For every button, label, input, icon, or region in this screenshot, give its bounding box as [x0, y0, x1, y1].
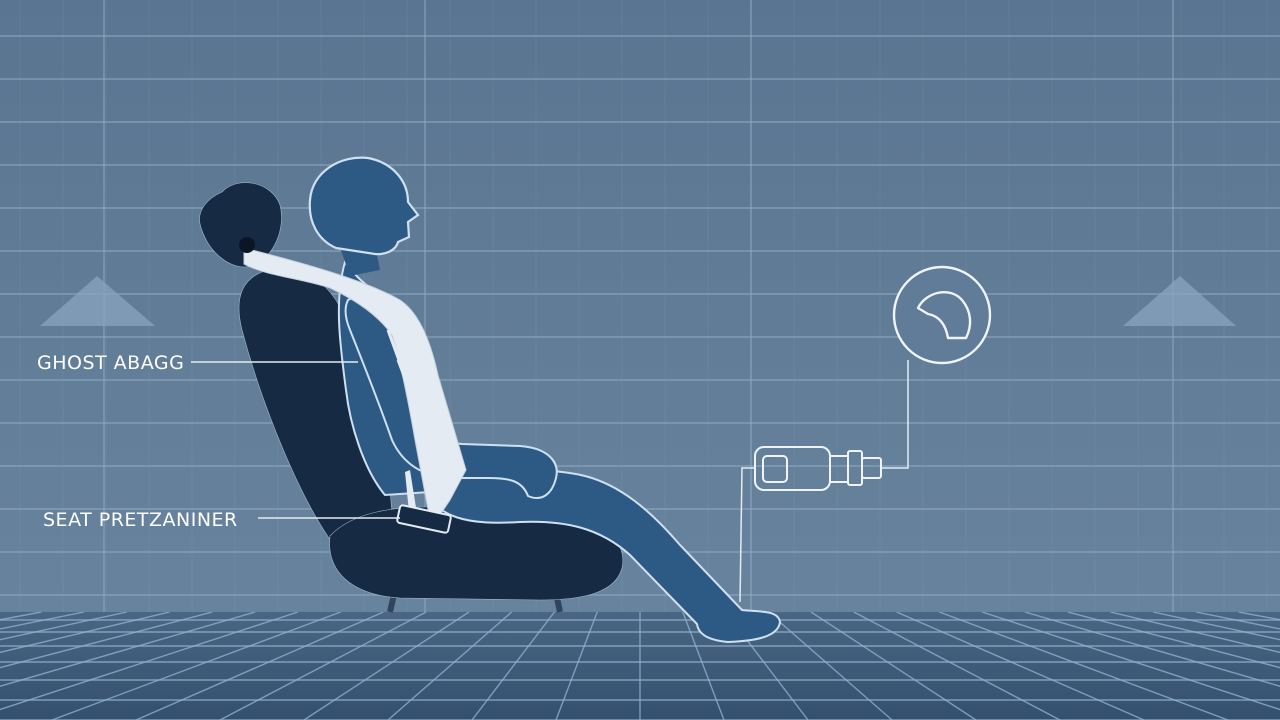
floor-grid-line — [767, 612, 893, 720]
floor-grid-line — [555, 612, 598, 720]
occupant-legs — [418, 469, 782, 644]
leader-lines — [191, 360, 909, 603]
floor-grid-line — [0, 612, 213, 669]
floor-grid-line — [1067, 612, 1280, 669]
belt-buckle — [396, 504, 452, 534]
belt-anchor — [239, 237, 255, 253]
floor-grid-line — [0, 612, 127, 641]
floor-grid-line — [219, 612, 427, 720]
floor-grid-line — [1110, 612, 1280, 654]
inflator-canister-icon — [754, 446, 882, 491]
shoulder-belt — [243, 247, 467, 521]
floor-grid-line — [939, 612, 1229, 720]
floor-grid-line — [0, 612, 170, 654]
floor-grid-line — [1024, 612, 1280, 687]
left-triangle-marker-icon — [40, 276, 155, 326]
floor-grid-line — [135, 612, 384, 720]
floor-grid-line — [0, 612, 256, 687]
floor-grid-line — [682, 612, 725, 720]
floor-grid-line — [387, 612, 513, 720]
floor-grid-line — [810, 612, 977, 720]
right-triangle-marker-icon — [1123, 276, 1236, 326]
sensor-dial-icon — [892, 265, 992, 365]
seat-belt — [239, 237, 467, 534]
sensor-wire — [880, 360, 909, 469]
floor-grid-line — [303, 612, 470, 720]
pretensioner-label: SEAT PRETZANINER — [43, 509, 238, 531]
floor-grid-line — [1153, 612, 1280, 641]
floor-grid-line — [471, 612, 556, 720]
airbag-label: GHOST ABAGG — [37, 352, 185, 374]
belt-webbing — [386, 329, 442, 471]
floor-grid-line — [981, 612, 1280, 711]
floor-grid-line — [0, 612, 299, 711]
floor-grid-line — [51, 612, 341, 720]
floor-grid — [0, 612, 1280, 720]
floor-grid-line — [896, 612, 1145, 720]
seat — [199, 182, 624, 613]
occupant-head — [308, 156, 420, 256]
inflator-wire — [739, 467, 755, 603]
floor-grid-line — [853, 612, 1061, 720]
